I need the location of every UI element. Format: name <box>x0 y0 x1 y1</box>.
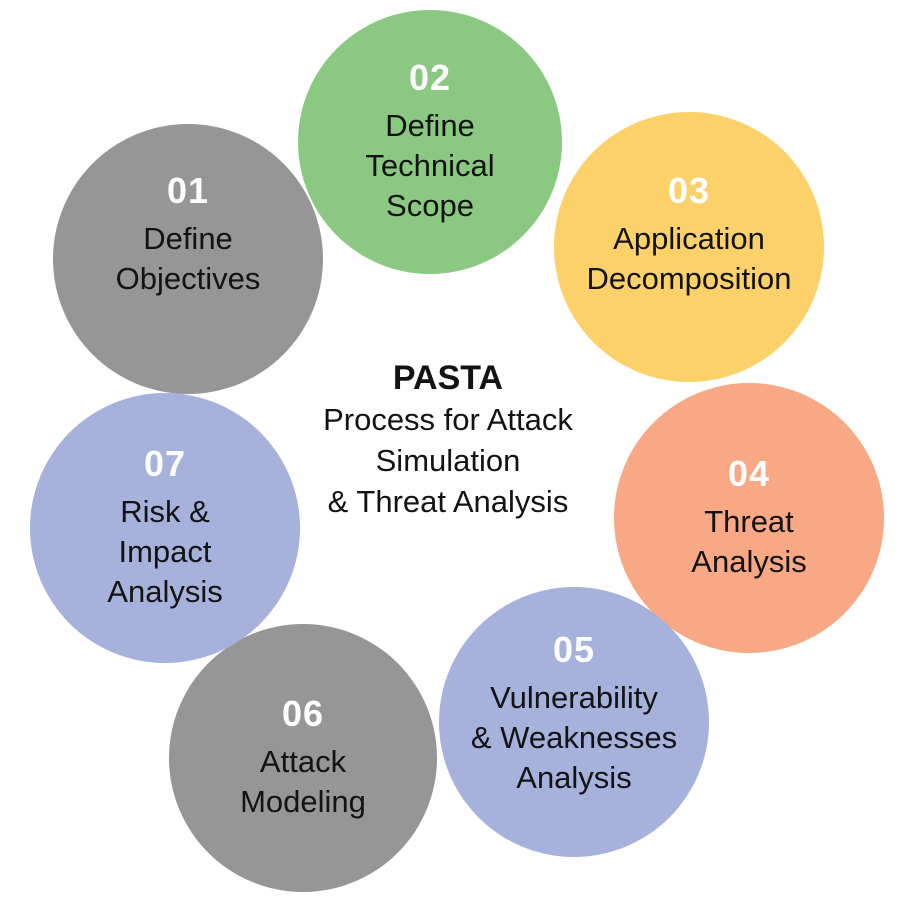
step-07-content: 07 Risk & Impact Analysis <box>107 444 222 612</box>
step-01-content: 01 Define Objectives <box>116 171 261 299</box>
step-circle-07-risk-impact-analysis: 07 Risk & Impact Analysis <box>30 393 300 663</box>
step-05-number: 05 <box>552 629 596 671</box>
step-06-number: 06 <box>281 693 325 735</box>
step-05-content: 05 Vulnerability & Weaknesses Analysis <box>471 630 677 798</box>
step-04-label: Threat Analysis <box>691 503 807 579</box>
step-04-content: 04 Threat Analysis <box>691 454 806 582</box>
step-circle-02-define-technical-scope: 02 Define Technical Scope <box>298 10 562 274</box>
step-07-number: 07 <box>143 443 187 485</box>
step-05-label: Vulnerability & Weaknesses Analysis <box>470 679 678 795</box>
step-circle-03-application-decomposition: 03 Application Decomposition <box>554 112 824 382</box>
step-circle-04-threat-analysis: 04 Threat Analysis <box>614 383 884 653</box>
step-02-number: 02 <box>408 57 452 99</box>
step-circle-05-vulnerability-weaknesses-analysis: 05 Vulnerability & Weaknesses Analysis <box>439 587 709 857</box>
step-06-content: 06 Attack Modeling <box>240 694 366 822</box>
step-04-number: 04 <box>727 453 771 495</box>
step-01-label: Define Objectives <box>115 220 261 296</box>
center-text-block: PASTA Process for Attack Simulation & Th… <box>268 358 628 522</box>
step-06-label: Attack Modeling <box>240 743 366 819</box>
diagram-subtitle: Process for Attack Simulation & Threat A… <box>323 402 573 519</box>
step-02-label: Define Technical Scope <box>365 107 495 223</box>
step-03-content: 03 Application Decomposition <box>586 171 791 299</box>
step-03-number: 03 <box>667 170 711 212</box>
step-circle-01-define-objectives: 01 Define Objectives <box>53 124 323 394</box>
step-02-content: 02 Define Technical Scope <box>365 58 494 226</box>
step-07-label: Risk & Impact Analysis <box>107 493 223 609</box>
step-03-label: Application Decomposition <box>586 220 792 296</box>
step-01-number: 01 <box>166 170 210 212</box>
diagram-title: PASTA <box>392 359 504 397</box>
step-circle-06-attack-modeling: 06 Attack Modeling <box>169 624 437 892</box>
